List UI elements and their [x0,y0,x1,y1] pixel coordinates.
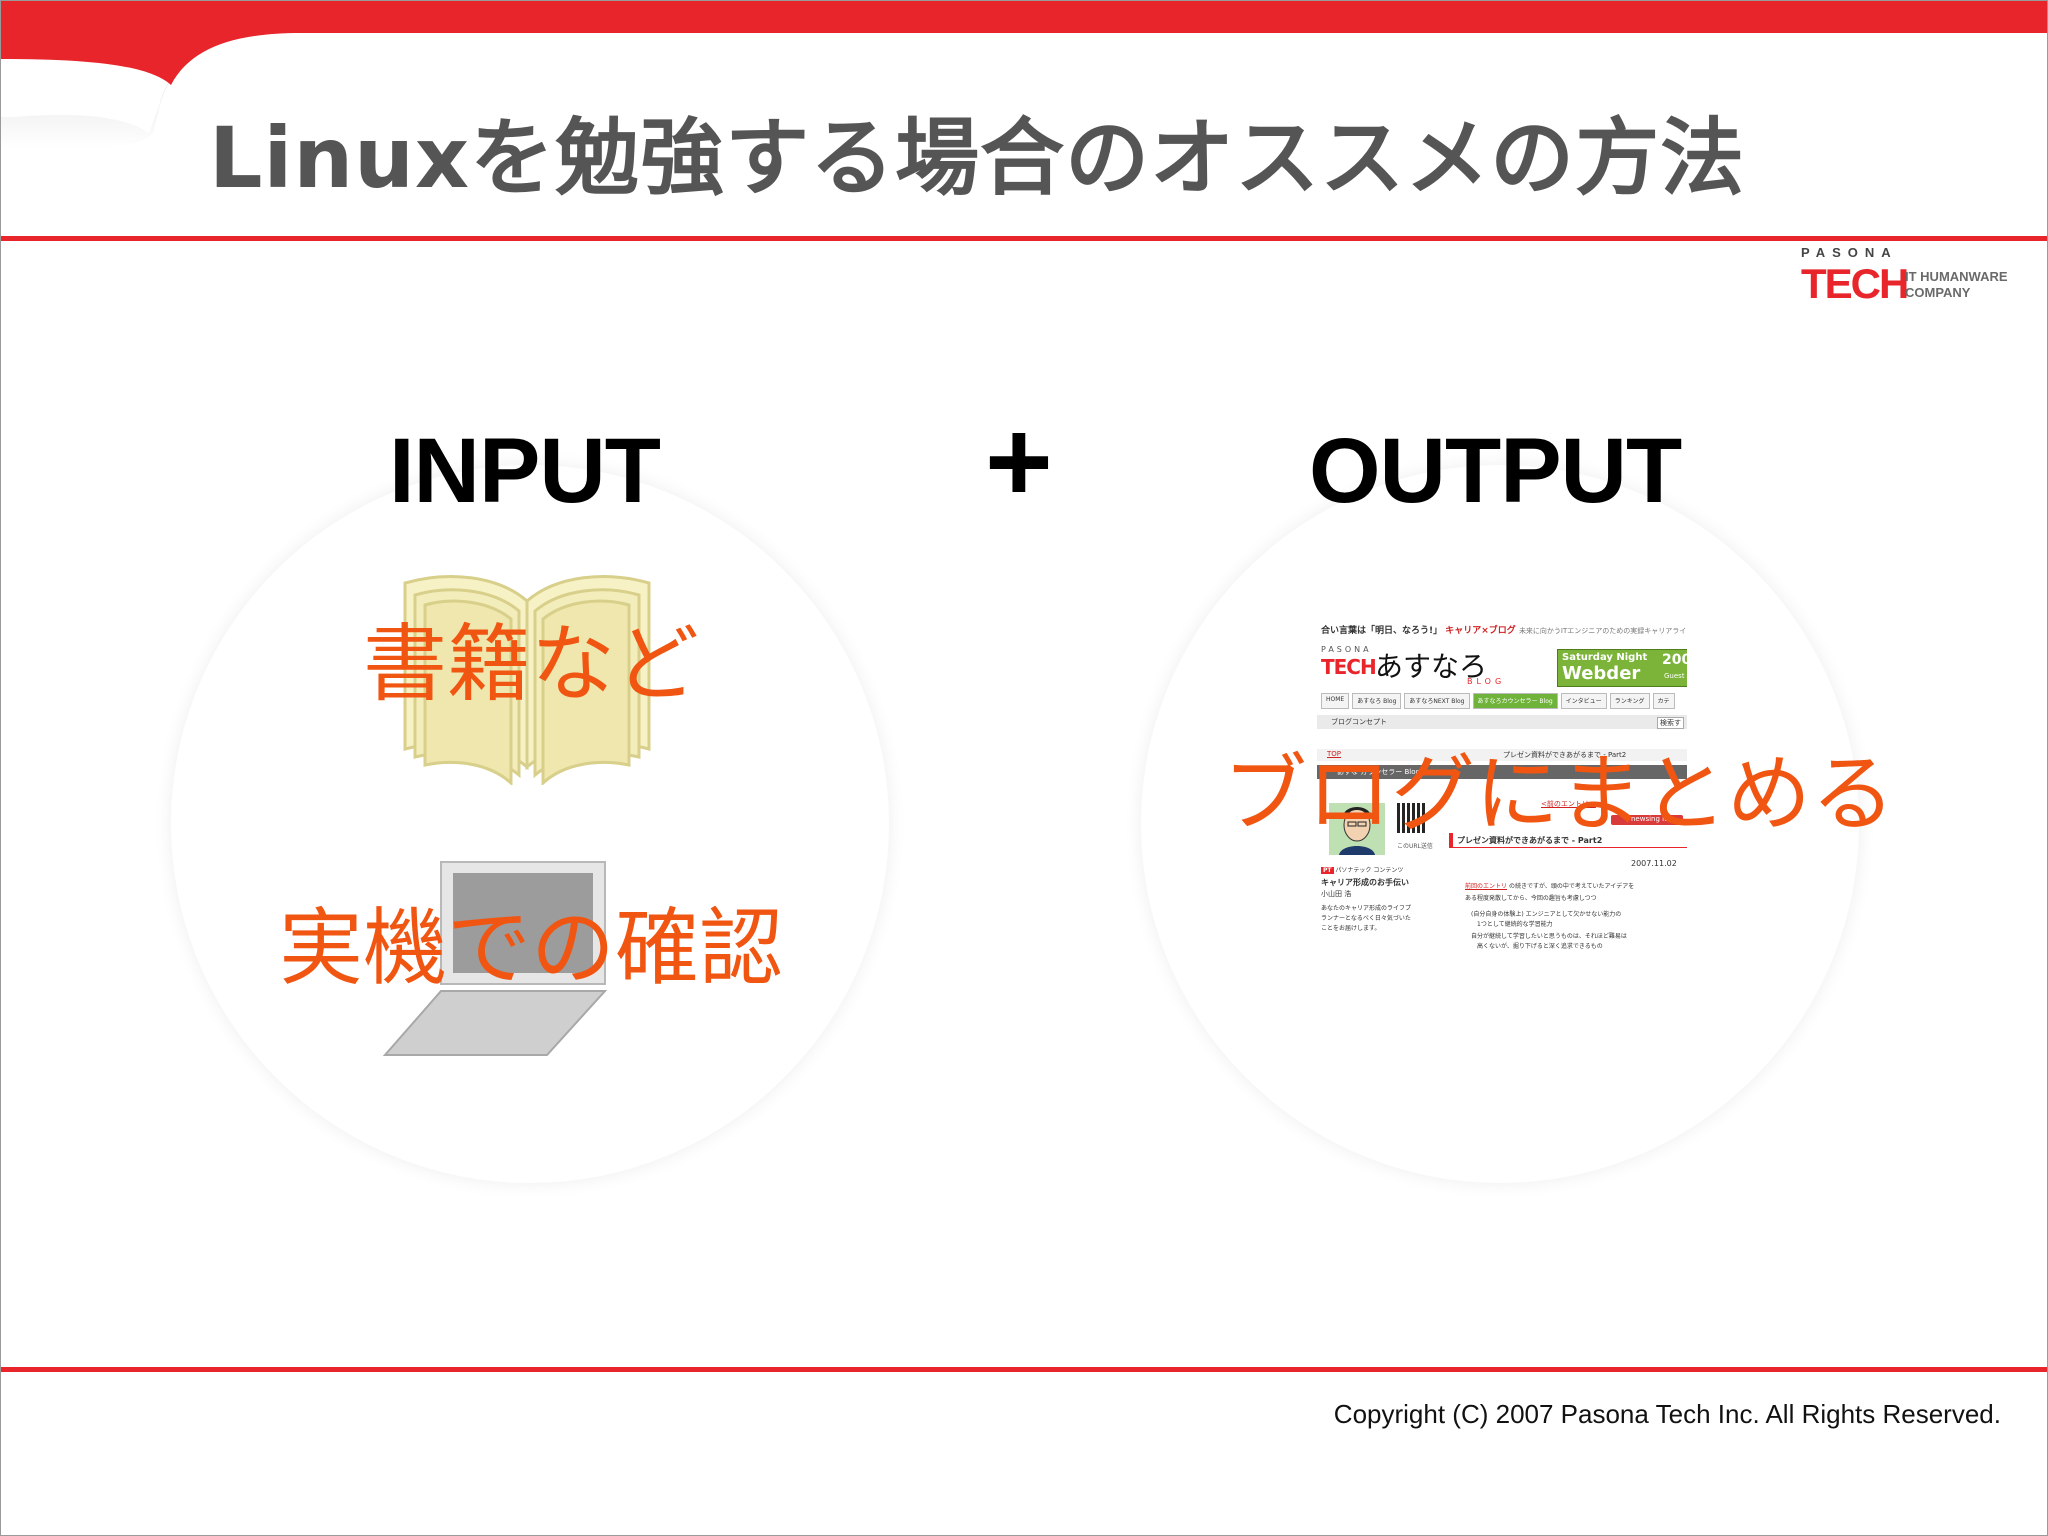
input-item-books: 書籍など [363,615,700,713]
post-line2: ある程度発散してから、今回の趣旨も考慮しつつ [1465,895,1597,902]
blog-nav-tab[interactable]: カテ [1652,693,1675,709]
blog-nav-tab[interactable]: HOME [1321,693,1350,709]
output-heading: OUTPUT [1309,420,1682,522]
blog-screenshot: 合い言葉は「明日、なろう!」 キャリア×ブログ 未来に向かうITエンジニアのため… [1317,619,1687,959]
blog-logo-blog: BLOG [1467,677,1506,686]
banner-line1: Saturday Night [1562,652,1648,663]
post-link[interactable]: 前回のエントリ [1465,883,1508,890]
blog-subbar: あすな カウンセラー Blog [1317,765,1687,779]
profile-title: キャリア形成のお手伝い [1321,878,1409,887]
profile-tag: PT パソナテック コンテンツ [1321,865,1403,874]
post-line1: 前回のエントリ の続きですが、頭の中で考えていたアイデアを [1465,881,1634,890]
header-swoosh [1,1,2047,149]
logo-pasona-text: PASONA [1801,245,1898,260]
qr-code [1397,803,1427,833]
input-heading: INPUT [389,420,661,522]
post-date: 2007.11.02 [1631,859,1677,868]
banner-guest: Guest [1664,672,1685,680]
footer-rule [1,1367,2047,1372]
banner-year: 200 [1662,652,1687,668]
slide-title: Linuxを勉強する場合のオススメの方法 [209,109,1746,207]
post-bullet2a: 自分が継続して学習したいと思うものは、それほど難易は [1471,933,1627,940]
blog-nav-tab[interactable]: あすなろNEXT Blog [1404,693,1470,709]
blog-nav-tab[interactable]: インタビュー [1560,693,1607,709]
copyright-text: Copyright (C) 2007 Pasona Tech Inc. All … [1333,1399,2001,1429]
blog-tagline: 合い言葉は「明日、なろう!」 キャリア×ブログ 未来に向かうITエンジニアのため… [1321,623,1686,636]
input-circle [171,465,889,1183]
blog-nav-tab[interactable]: あすなろ Blog [1352,693,1402,709]
post-bullet1b: 1つとして継続的な学習能力 [1477,921,1553,928]
post-title-bar: プレゼン資料ができあがるまで - Part2 [1449,833,1687,848]
logo-tagline: IT HUMANWARE COMPANY [1905,269,2008,301]
prev-entry-link[interactable]: <前のエントリー [1541,800,1596,808]
blog-tagline-text: 合い言葉は「明日、なろう!」 [1321,626,1443,636]
post-line1-text: の続きですが、頭の中で考えていたアイデアを [1508,883,1635,890]
profile-desc3: ことをお届けします。 [1321,925,1381,932]
blog-concept-bar: ブログコンセプト 検索す [1317,715,1687,729]
blog-tagline-sub: 未来に向かうITエンジニアのための実録キャリアライ [1518,627,1687,635]
author-avatar [1329,803,1385,855]
blog-breadcrumb: TOP プレゼン資料ができあがるまで - Part2 [1317,749,1687,761]
subbar-text: あすな カウンセラー Blog [1337,768,1420,776]
laptop-icon [383,861,608,1056]
open-book-icon [403,575,651,785]
output-item-blog: ブログにまとめる [1223,745,1896,843]
pt-badge: PT [1321,867,1334,874]
banner-line2: Webder [1562,663,1641,684]
post-bullet1a: (自分自身の体験上) エンジニアとして欠かせない能力の [1471,911,1622,918]
blog-nav-tab[interactable]: ランキング [1609,693,1650,709]
post-bullet2b: 高くないが、掘り下げると深く追求できるもの [1477,943,1603,950]
newsing-label: newsing it! [1631,815,1670,823]
header-rule [1,236,2047,241]
plus-sign: + [985,396,1053,526]
newsing-button[interactable]: newsing it! [1611,815,1683,825]
blog-concept[interactable]: ブログコンセプト [1331,718,1387,726]
logo-tag-line1: IT HUMANWARE [1905,269,2008,284]
breadcrumb-top[interactable]: TOP [1327,750,1342,758]
blog-logo-tech: TECH [1321,655,1377,679]
profile-tag-text: パソナテック コンテンツ [1335,867,1404,874]
pasona-tech-logo: PASONA TECH IT HUMANWARE COMPANY [1801,245,2031,311]
profile-desc2: ランナーとなるべく日々気づいた [1321,915,1411,922]
blog-search[interactable]: 検索す [1657,717,1684,729]
logo-tag-line2: COMPANY [1905,285,1971,300]
blog-logo-name: あすなろ [1375,650,1488,683]
webder-banner[interactable]: Saturday Night Webder 200 Guest [1557,649,1687,687]
blog-tagline-link[interactable]: キャリア×ブログ [1445,626,1516,636]
input-item-hands-on: 実機での確認 [279,899,784,997]
breadcrumb-tail: プレゼン資料ができあがるまで - Part2 [1503,751,1627,759]
blog-nav-tab[interactable]: あすなろカウンセラー Blog [1472,693,1558,709]
blog-logo-pasona: PASONA [1321,645,1372,654]
profile-desc1: あなたのキャリア形成のライフプ [1321,905,1412,912]
logo-tech-text: TECH [1801,260,1909,307]
post-title[interactable]: プレゼン資料ができあがるまで - Part2 [1457,836,1603,845]
qr-url-note: このURL送信 [1397,843,1433,850]
profile-name: 小山田 浩 [1321,890,1352,898]
